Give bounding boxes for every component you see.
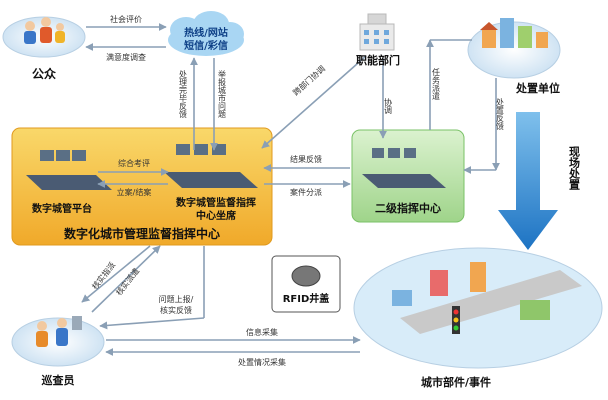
functional-dept-label: 职能部门	[356, 53, 400, 67]
hotline-label-1: 热线/网站	[184, 26, 228, 39]
hotline-label-2: 短信/彩信	[184, 39, 228, 52]
hotline-cloud	[168, 11, 244, 56]
edge-report-problem: 举报城市问题	[218, 69, 227, 119]
platform-label: 数字城管平台	[32, 202, 92, 215]
onsite-big-arrow	[498, 112, 558, 250]
city-scene-icon	[392, 262, 582, 334]
edge-process-feedback: 处理完毕反馈	[179, 69, 188, 119]
computer-icon	[164, 144, 258, 188]
edge-social-eval: 社会评价	[110, 14, 142, 24]
edge-disposal-feedback: 处置反馈	[496, 97, 505, 131]
city-parts-label: 城市部件/事件	[421, 375, 491, 389]
inspector-label: 巡查员	[42, 373, 75, 387]
inspector-people-icon	[36, 316, 82, 347]
disposal-buildings-icon	[480, 18, 548, 48]
edge-task-dispatch: 任务派遣	[432, 67, 441, 101]
edge-verify-dispatch: 核实派遣	[114, 266, 142, 297]
disposal-unit-label: 处置单位	[515, 81, 560, 95]
edge-satisfaction: 满意度调查	[106, 52, 146, 62]
edge-problem-report-1: 问题上报/	[159, 294, 194, 304]
edges	[81, 23, 500, 356]
second-center-label: 二级指挥中心	[375, 201, 441, 215]
seat-label-2: 中心坐席	[196, 209, 236, 222]
functional-dept-building-icon	[359, 13, 395, 51]
edge-case-dispatch: 案件分派	[290, 187, 322, 197]
edge-disposal-collect: 处置情况采集	[238, 357, 286, 367]
computer-icon	[362, 148, 446, 188]
edge-info-collect: 信息采集	[246, 327, 278, 337]
public-people-icon	[24, 17, 65, 44]
onsite-label: 现场处置	[568, 146, 582, 190]
edge-comprehensive-eval: 综合考评	[118, 158, 150, 168]
center-label: 数字化城市管理监督指挥中心	[64, 226, 220, 241]
public-label: 公众	[32, 66, 57, 81]
edge-filing-close: 立案/结案	[117, 187, 152, 197]
edge-coordinate: 协调	[384, 97, 393, 115]
computer-icon	[26, 150, 112, 190]
edge-problem-report-2: 核实反馈	[160, 305, 192, 315]
seat-label-1: 数字城管监督指挥	[176, 196, 256, 209]
edge-cross-dept: 跨部门协调	[291, 63, 327, 97]
manhole-cover-icon	[291, 265, 321, 287]
edge-result-feedback: 结果反馈	[290, 154, 322, 164]
rfid-label: RFID井盖	[283, 292, 330, 305]
